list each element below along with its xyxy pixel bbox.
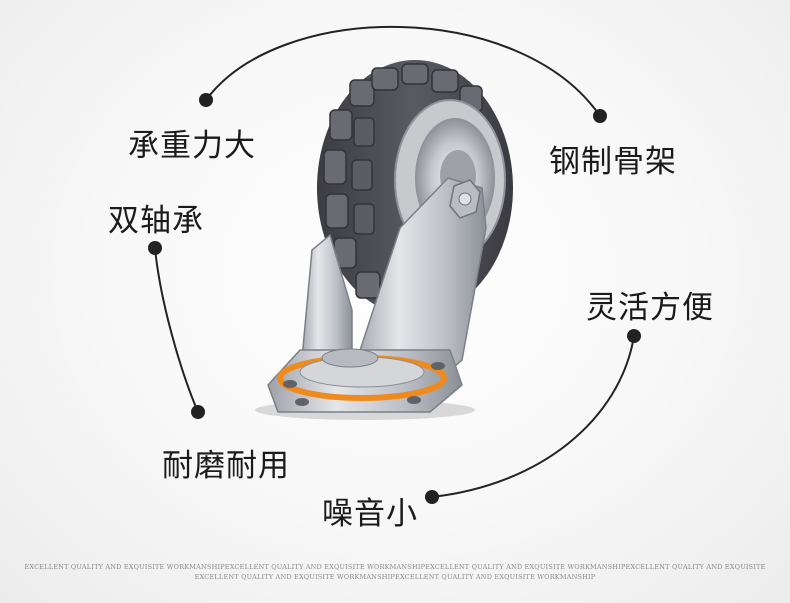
feature-low-noise: 噪音小: [322, 496, 418, 532]
feature-steel-frame: 钢制骨架: [549, 144, 677, 180]
dot-load: [199, 93, 213, 107]
dot-noise: [425, 490, 439, 504]
dot-frame: [593, 109, 607, 123]
footer-line-2: EXCELLENT QUALITY AND EXQUISITE WORKMANS…: [194, 573, 596, 581]
dot-wear: [191, 405, 205, 419]
tire-tread: [323, 63, 483, 299]
plate-hole: [283, 380, 297, 388]
left-arc: [154, 247, 199, 413]
top-arc: [205, 25, 601, 117]
right-arc: [431, 335, 635, 498]
plate-hole: [407, 396, 421, 404]
plate-hole: [295, 398, 309, 406]
footer-line-1: EXCELLENT QUALITY AND EXQUISITE WORKMANS…: [24, 563, 766, 571]
feature-load-capacity: 承重力大: [128, 128, 256, 164]
dot-bearing: [148, 241, 162, 255]
feature-wear-resistant: 耐磨耐用: [162, 448, 290, 484]
plate-hole: [431, 362, 445, 370]
feature-flexible: 灵活方便: [586, 290, 714, 326]
feature-double-bearing: 双轴承: [108, 203, 204, 239]
dot-swivel: [627, 329, 641, 343]
